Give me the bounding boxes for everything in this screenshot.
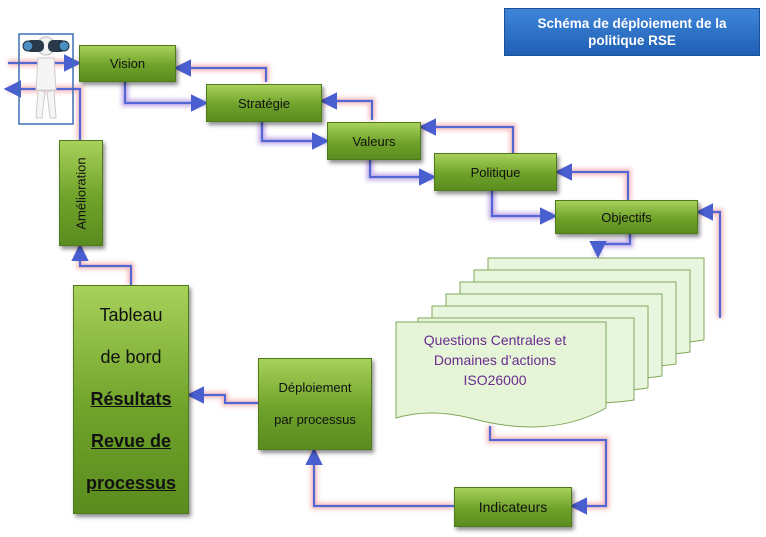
arrow-strategie-valeurs bbox=[260, 122, 330, 150]
arrow-politique-valeurs bbox=[418, 118, 515, 160]
document-line-1: Questions Centrales et bbox=[423, 332, 567, 348]
arrow-valeurs-strategie bbox=[319, 92, 374, 120]
tableau-line-4: Revue de bbox=[90, 431, 172, 452]
arrow-vision-strategie bbox=[123, 82, 209, 112]
arrow-objectifs-politique bbox=[554, 163, 630, 200]
deploiement-line-2: par processus bbox=[274, 412, 356, 427]
arrow-valeurs-politique bbox=[368, 160, 437, 186]
node-objectifs-label: Objectifs bbox=[601, 209, 652, 225]
node-valeurs-label: Valeurs bbox=[352, 133, 396, 149]
node-strategie: Stratégie bbox=[206, 84, 322, 122]
node-valeurs: Valeurs bbox=[327, 122, 421, 160]
arrow-tableau-amelioration bbox=[71, 243, 133, 285]
arrow-strategie-vision bbox=[173, 59, 268, 82]
node-vision-label: Vision bbox=[109, 56, 146, 71]
title-line-1: Schéma de déploiement de la bbox=[537, 16, 727, 31]
arrow-document-objectifs bbox=[695, 203, 722, 318]
node-vision: Vision bbox=[79, 45, 176, 82]
node-politique: Politique bbox=[434, 153, 557, 191]
tableau-line-5: processus bbox=[85, 473, 177, 494]
node-amelioration-label: Amélioration bbox=[73, 156, 89, 230]
document-label: Questions Centrales et Domaines d’action… bbox=[400, 330, 590, 390]
node-tableau-de-bord: Tableau de bord Résultats Revue de proce… bbox=[73, 285, 189, 514]
arrow-politique-objectifs bbox=[490, 191, 558, 225]
document-stack bbox=[395, 257, 705, 428]
arrow-deploiement-tableau bbox=[186, 386, 258, 405]
node-amelioration: Amélioration bbox=[59, 140, 103, 246]
arrow-indicateurs-deploiement bbox=[305, 447, 454, 508]
document-line-3: ISO26000 bbox=[463, 372, 527, 388]
arrow-amelioration-left bbox=[3, 80, 82, 140]
diagram-title: Schéma de déploiement de la politique RS… bbox=[504, 8, 760, 56]
node-objectifs: Objectifs bbox=[555, 200, 698, 234]
arrow-lines bbox=[3, 54, 722, 515]
node-strategie-label: Stratégie bbox=[237, 95, 291, 111]
tableau-line-2: de bord bbox=[100, 346, 162, 367]
node-indicateurs: Indicateurs bbox=[454, 487, 572, 527]
tableau-line-3: Résultats bbox=[90, 388, 172, 409]
tableau-line-1: Tableau bbox=[99, 304, 163, 325]
deploiement-line-1: Déploiement bbox=[278, 380, 352, 395]
document-line-2: Domaines d’actions bbox=[433, 352, 557, 368]
arrow-document-indicateurs bbox=[488, 426, 608, 515]
title-line-2: politique RSE bbox=[588, 33, 676, 48]
node-deploiement: Déploiement par processus bbox=[258, 358, 372, 450]
node-politique-label: Politique bbox=[470, 164, 521, 180]
binoculars-figure-icon bbox=[18, 33, 74, 125]
arrow-objectifs-document bbox=[589, 234, 632, 259]
node-indicateurs-label: Indicateurs bbox=[478, 499, 548, 515]
